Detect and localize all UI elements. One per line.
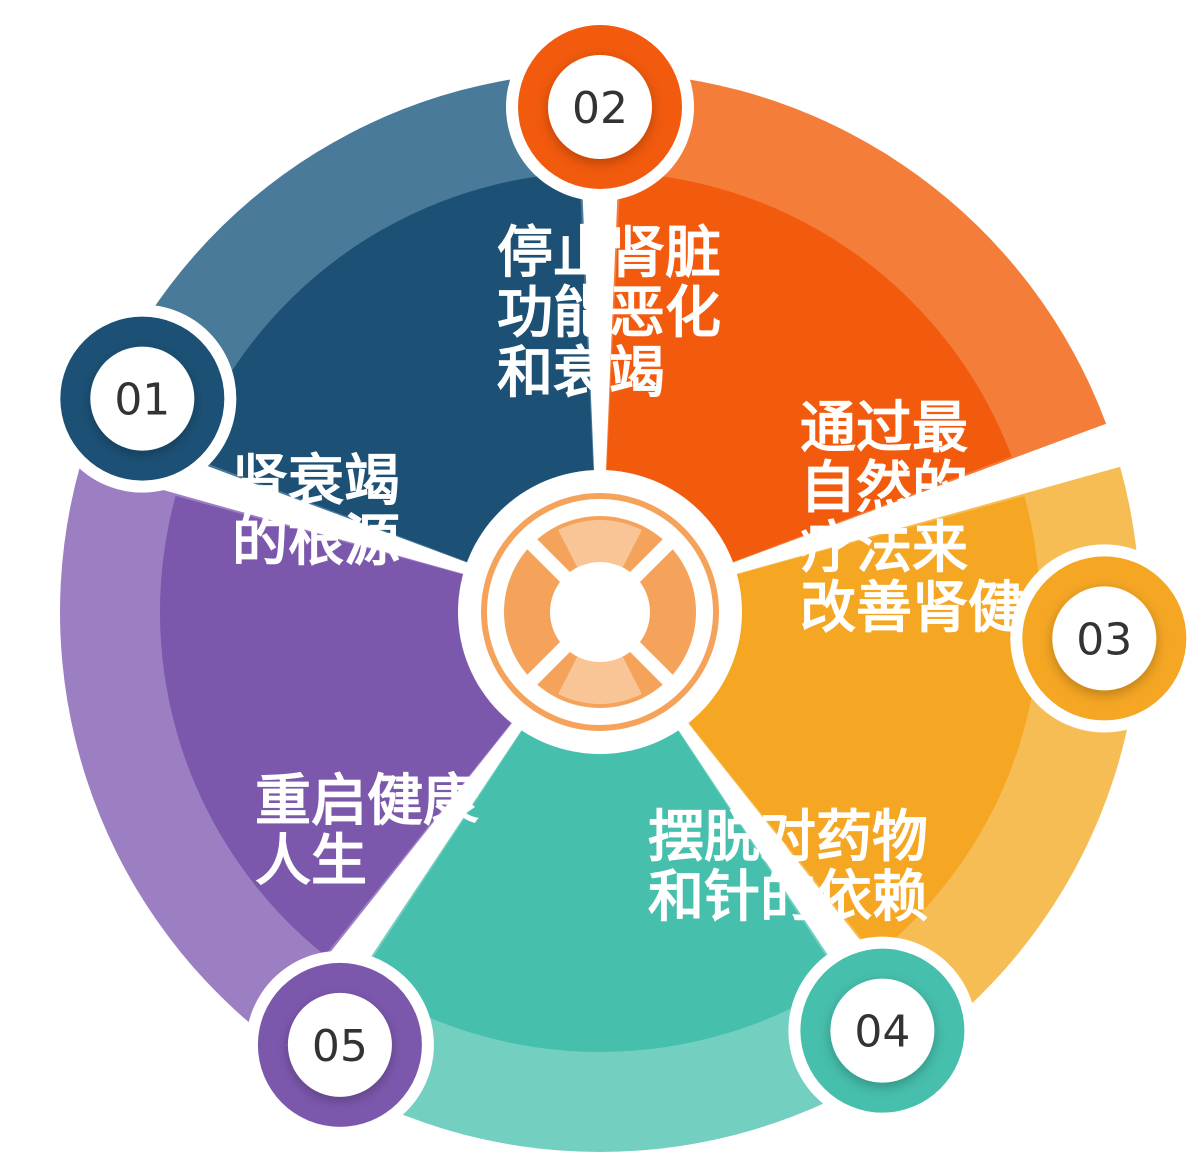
segment-body bbox=[188, 172, 600, 612]
segment-label-line: 功能恶化 bbox=[497, 281, 721, 346]
lifebuoy-stripe bbox=[628, 539, 673, 584]
badge-03: 03 bbox=[1010, 544, 1199, 733]
segment-label-line: 自然的 bbox=[800, 456, 968, 521]
badge-inner-disc bbox=[90, 346, 195, 451]
lifebuoy-stripe bbox=[628, 640, 673, 685]
segment-label-line: 重启健康 bbox=[255, 769, 479, 834]
segment-02 bbox=[600, 72, 1107, 612]
badge-05: 05 bbox=[245, 950, 434, 1139]
badges-layer: 01 02 03 04 05 bbox=[48, 13, 1199, 1139]
segment-04 bbox=[301, 612, 899, 1152]
segment-body bbox=[600, 172, 1012, 612]
segment-label-line: 摆脱对药物 bbox=[648, 805, 928, 870]
lifebuoy-band bbox=[558, 520, 642, 568]
segment-body bbox=[358, 612, 842, 1052]
segment-label-line: 改善肾健 bbox=[800, 576, 1024, 641]
badge-number: 04 bbox=[854, 1007, 910, 1058]
segment-label-line: 停止肾脏 bbox=[497, 221, 721, 286]
segment-label-line: 疗法来 bbox=[800, 516, 968, 581]
lifebuoy-hole bbox=[550, 562, 650, 662]
badge-inner-disc bbox=[548, 55, 652, 159]
center-hub bbox=[458, 470, 742, 754]
lifebuoy-band bbox=[558, 656, 642, 704]
badge-inner-disc bbox=[1052, 586, 1157, 691]
lifebuoy-stripe bbox=[527, 539, 572, 584]
segment-label-line: 通过最 bbox=[800, 396, 968, 461]
badge-01: 01 bbox=[48, 304, 237, 493]
lifebuoy-icon bbox=[504, 516, 696, 708]
segment-label-line: 和衰竭 bbox=[497, 341, 665, 406]
segment-01 bbox=[93, 72, 600, 612]
badge-number: 02 bbox=[572, 83, 628, 134]
segment-label-line: 肾衰竭 bbox=[232, 449, 400, 514]
segment-label-line: 和针的依赖 bbox=[648, 865, 928, 930]
segment-label-line: 人生 bbox=[255, 829, 367, 894]
badge-inner-disc bbox=[830, 978, 935, 1083]
badge-number: 03 bbox=[1076, 614, 1132, 665]
hub-outline bbox=[481, 493, 719, 731]
badge-number: 01 bbox=[114, 375, 170, 426]
badge-02: 02 bbox=[506, 13, 694, 201]
lifebuoy-stripe bbox=[527, 640, 572, 685]
badge-number: 05 bbox=[312, 1021, 368, 1072]
labels-layer: 肾衰竭的根源停止肾脏功能恶化和衰竭通过最自然的疗法来改善肾健摆脱对药物和针的依赖… bbox=[232, 221, 1024, 930]
segment-label-line: 的根源 bbox=[232, 509, 400, 574]
badge-04: 04 bbox=[788, 936, 977, 1125]
badge-inner-disc bbox=[287, 992, 392, 1097]
